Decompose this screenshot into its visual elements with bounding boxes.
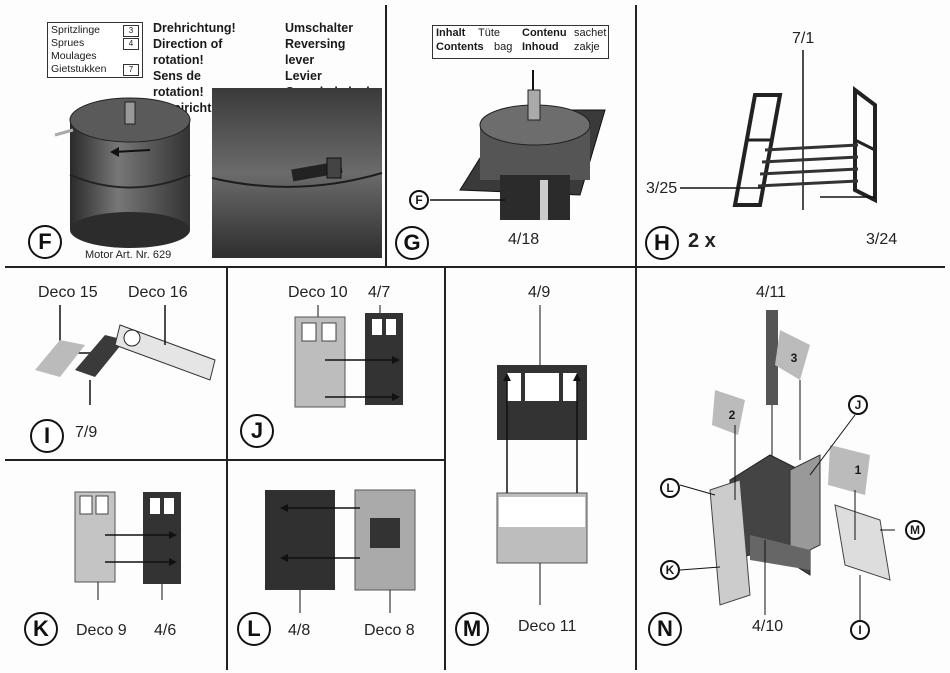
deco-label: Deco 15 [38,284,98,301]
deco-label: Deco 16 [128,284,188,301]
rotation-de: Drehrichtung! [153,21,236,35]
part-label: 4/9 [528,284,551,301]
sprue-num: 3 [123,24,139,37]
part-label: 4/10 [752,618,784,635]
sprue-legend: Spritzlinge 3 Sprues 4 Moulages Gietstukke… [47,22,143,78]
deco-label: Deco 10 [288,284,348,301]
part-label: 7/1 [792,30,815,47]
step-badge-g: G [395,226,429,260]
lever-de: Umschalter [285,21,354,35]
sprue-lang: Sprues [51,37,85,49]
lever-en: Reversing lever [285,37,346,67]
divider [385,5,387,267]
part-i-illustration [35,305,216,405]
deco-label: Deco 11 [518,618,577,635]
callout-1: 1 [854,463,862,477]
step-badge-f: F [28,225,62,259]
frame-assembly [680,50,877,210]
lever-fr: Levier [285,69,322,83]
motor-illustration [54,97,191,248]
part-m-illustration [496,305,588,605]
deco-label: Deco 9 [76,622,127,639]
motor-mount-illustration [459,70,606,220]
lever-closeup [211,88,383,258]
part-label: 4/7 [368,284,391,301]
content-cell: bag [494,41,513,53]
motor-label: Motor Art. Nr. 629 [85,249,172,261]
part-label: 4/11 [756,284,786,301]
part-label: 4/8 [288,622,311,639]
callout-2: 2 [728,408,736,422]
step-badge-m: M [455,612,489,646]
part-label: 3/24 [866,231,898,248]
deco-label: Deco 8 [364,622,415,639]
divider [635,5,637,670]
content-cell: Inhoud [522,41,559,53]
callout-i: I [850,620,870,640]
step-badge-j: J [240,414,274,448]
part-label: 4/6 [154,622,177,639]
step-badge-l: L [237,612,271,646]
contents-legend: Inhalt Tüte Contenu sachet Contents bag … [432,25,609,59]
content-cell: zakje [574,41,600,53]
divider [444,266,446,670]
content-cell: Contents [436,41,484,53]
callout-3: 3 [790,351,798,365]
step-badge-i: I [30,419,64,453]
part-label: 3/25 [646,180,678,197]
rotation-en: Direction of rotation! [153,37,223,67]
divider [5,459,444,461]
callout-l: L [660,478,680,498]
step-badge-k: K [24,612,58,646]
content-cell: Tüte [478,27,501,39]
sprue-num: 7 [123,63,139,76]
step-badge-n: N [648,612,682,646]
content-cell: sachet [574,27,607,39]
divider [226,266,228,670]
callout-j: J [848,395,868,415]
sprue-num: 4 [123,37,139,50]
content-cell: Inhalt [436,27,466,39]
sprue-lang: Moulages [51,50,97,62]
step-badge-h: H [645,226,679,260]
part-label: 4/18 [508,231,540,248]
multiplier-label: 2 x [688,230,716,252]
divider [5,266,945,268]
leader-line [430,199,505,201]
sprue-lang: Spritzlinge [51,24,101,36]
callout-k: K [660,560,680,580]
part-l-illustration [265,489,416,613]
sprue-lang: Gietstukken [51,63,107,75]
rotation-fr: Sens de rotation! [153,69,204,99]
part-j-illustration [294,305,403,408]
part-k-illustration [74,491,181,600]
callout-f: F [409,190,429,210]
content-cell: Contenu [522,27,567,39]
cab-assembly [679,310,895,620]
part-label: 7/9 [75,424,98,441]
callout-m: M [905,520,925,540]
